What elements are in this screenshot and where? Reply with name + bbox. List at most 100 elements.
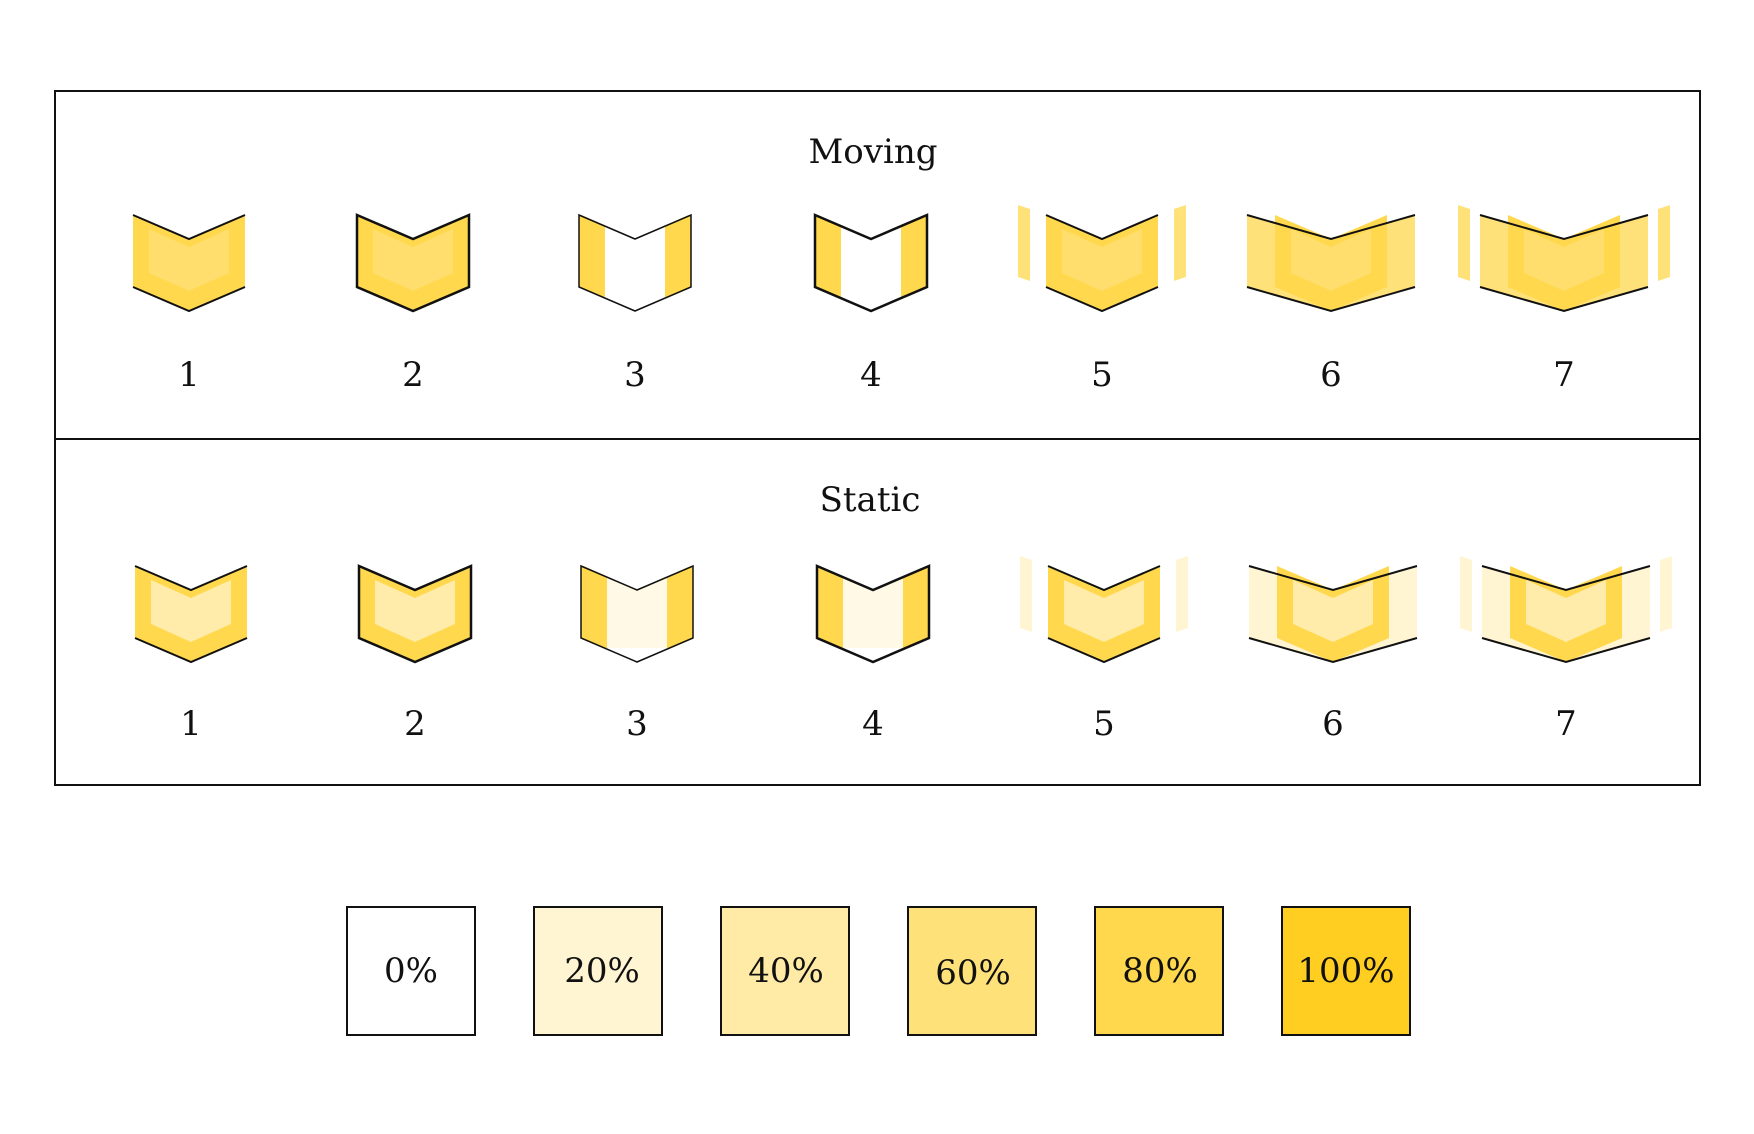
- chevron-outline: [580, 564, 694, 663]
- static-panel-title: Static: [820, 480, 921, 520]
- legend-label-40: 40%: [748, 951, 824, 991]
- chevron-inner-shade: [151, 580, 231, 642]
- right-side-strip: [1658, 205, 1670, 281]
- legend-label-20: 20%: [564, 951, 640, 991]
- moving-label-1: 1: [178, 355, 200, 395]
- chevron-bottom-mask: [815, 638, 931, 666]
- legend-label-0: 0%: [384, 951, 438, 991]
- static-glyph-7: [1460, 556, 1672, 664]
- chevron-outline: [813, 213, 929, 313]
- chevron-outline: [357, 564, 473, 664]
- static-number-labels: 1 2 3 4 5 6 7: [180, 704, 1577, 744]
- chevron-top-edge: [134, 565, 248, 592]
- legend-swatch-20: [533, 906, 663, 1036]
- chevron-bottom-mask: [579, 638, 695, 666]
- static-label-7: 7: [1555, 704, 1577, 744]
- right-side-strip: [1176, 556, 1188, 632]
- moving-glyph-1: [132, 214, 246, 313]
- static-label-2: 2: [404, 704, 426, 744]
- chevron-bottom-edge: [1045, 286, 1159, 313]
- chevron-inner-shade: [1293, 580, 1373, 642]
- static-panel-frame: [54, 438, 1701, 786]
- chevron-bottom-edge: [1481, 637, 1651, 664]
- moving-label-4: 4: [860, 355, 882, 395]
- chevron-bottom-mask: [577, 287, 693, 315]
- chevron-left-band: [579, 215, 605, 297]
- left-side-strip: [1020, 556, 1032, 632]
- chevron-left-band: [581, 566, 607, 648]
- chevron-inner-shade: [1526, 580, 1606, 642]
- chevron-notch: [577, 213, 693, 239]
- static-label-3: 3: [626, 704, 648, 744]
- legend-label-80: 80%: [1122, 951, 1198, 991]
- legend-swatch-100: [1281, 906, 1411, 1036]
- chevron-bottom-edge: [132, 286, 246, 313]
- moving-glyph-7: [1458, 205, 1670, 313]
- chevron-left-band: [817, 566, 843, 648]
- legend-swatch-0: [346, 906, 476, 1036]
- chevron-outline: [578, 213, 692, 312]
- chevron-top-edge: [1047, 565, 1161, 592]
- chevron-bottom-mask: [813, 287, 929, 315]
- left-side-strip: [1018, 205, 1030, 281]
- chevron-top-edge: [1045, 214, 1159, 241]
- static-glyph-6: [1248, 565, 1418, 664]
- chevron-outline: [355, 213, 471, 313]
- left-side-strip: [1458, 205, 1470, 281]
- moving-glyph-5: [1018, 205, 1186, 313]
- chevron-top-edge: [132, 214, 246, 241]
- static-glyph-5: [1020, 556, 1188, 664]
- static-glyph-4: [815, 564, 931, 666]
- moving-panel-title: Moving: [808, 132, 937, 172]
- chevron-left-band: [815, 215, 841, 297]
- chevron-top-edge: [1246, 214, 1416, 241]
- chevron-inner-shade: [1062, 229, 1142, 291]
- chevron-right-band: [901, 215, 927, 297]
- chevron-notch: [815, 564, 931, 590]
- chevron-top-edge: [1479, 214, 1649, 241]
- chevron-bottom-edge: [1248, 637, 1418, 664]
- static-label-1: 1: [180, 704, 202, 744]
- static-glyph-1: [134, 565, 248, 664]
- moving-glyph-4: [813, 213, 929, 315]
- color-legend: 0% 20% 40% 60% 80% 100%: [346, 906, 1411, 1036]
- chevron-right-band: [665, 215, 691, 297]
- moving-label-5: 5: [1091, 355, 1113, 395]
- chevron-inner-shade: [375, 580, 455, 642]
- chevron-notch: [579, 564, 695, 590]
- moving-glyph-6: [1246, 214, 1416, 313]
- chevron-bottom-edge: [134, 637, 248, 664]
- static-label-6: 6: [1322, 704, 1344, 744]
- moving-label-6: 6: [1320, 355, 1342, 395]
- legend-swatch-60: [907, 906, 1037, 1036]
- chevron-inner-shade: [1064, 580, 1144, 642]
- chevron-top-edge: [1481, 565, 1651, 592]
- chevron-right-band: [903, 566, 929, 648]
- moving-number-labels: 1 2 3 4 5 6 7: [178, 355, 1575, 395]
- legend-label-60: 60%: [935, 953, 1011, 993]
- static-glyph-row: [134, 556, 1672, 666]
- chevron-inner-shade: [149, 229, 229, 291]
- chevron-bottom-edge: [1246, 286, 1416, 313]
- moving-label-7: 7: [1553, 355, 1575, 395]
- chevron-inner-shade: [1291, 229, 1371, 291]
- static-glyph-2: [357, 564, 473, 664]
- chevron-body: [815, 215, 927, 311]
- chevron-outline: [815, 564, 931, 664]
- legend-swatch-40: [720, 906, 850, 1036]
- legend-swatch-80: [1094, 906, 1224, 1036]
- moving-glyph-row: [132, 205, 1670, 315]
- chevron-bottom-edge: [1047, 637, 1161, 664]
- chevron-bottom-edge: [1479, 286, 1649, 313]
- chevron-top-edge: [1248, 565, 1418, 592]
- static-label-5: 5: [1093, 704, 1115, 744]
- moving-glyph-3: [577, 213, 693, 315]
- static-label-4: 4: [862, 704, 884, 744]
- chevron-right-band: [667, 566, 693, 648]
- moving-label-3: 3: [624, 355, 646, 395]
- right-side-strip: [1174, 205, 1186, 281]
- legend-label-100: 100%: [1297, 951, 1394, 991]
- static-glyph-3: [579, 564, 695, 666]
- chevron-notch: [813, 213, 929, 239]
